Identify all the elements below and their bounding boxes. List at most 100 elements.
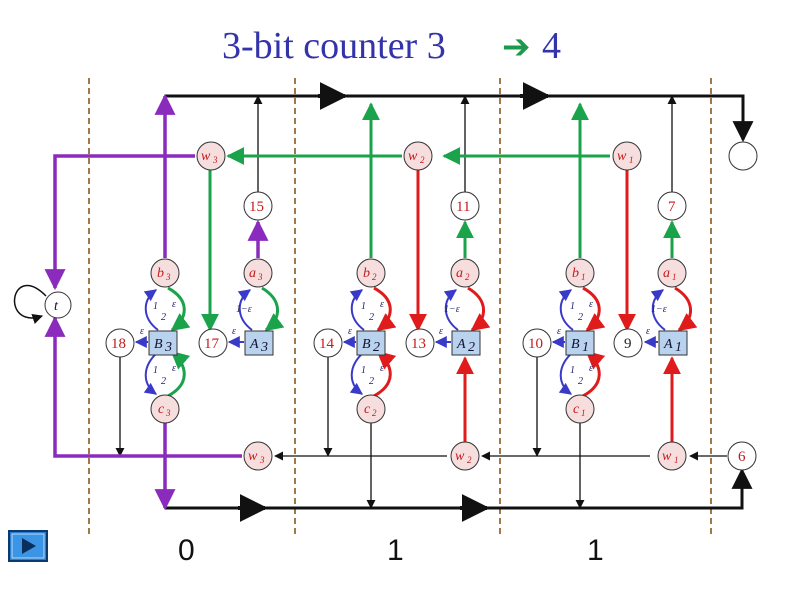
svg-text:a: a (456, 266, 463, 281)
svg-text:w: w (408, 149, 418, 164)
edge-ome-a3: 1−ε (236, 304, 252, 315)
node-c2: c 2 (356, 394, 386, 424)
svg-text:2: 2 (468, 340, 475, 355)
svg-text:10: 10 (528, 336, 543, 352)
green-edges (167, 102, 681, 398)
node-6: 6 (727, 441, 757, 471)
edge-ome-a1: 1−ε (651, 304, 667, 315)
svg-text:2: 2 (420, 155, 425, 165)
svg-text:2: 2 (373, 340, 380, 355)
svg-text:18: 18 (111, 336, 126, 352)
edge-eps-b2-bot: ε (380, 363, 384, 374)
node-17: 17 (198, 328, 228, 358)
edge-eps-b2-top: ε (380, 299, 384, 310)
svg-text:B: B (154, 337, 163, 352)
edge-eps-b1-top: ε (589, 299, 593, 310)
play-button[interactable] (8, 530, 48, 562)
svg-text:A: A (456, 337, 466, 352)
node-11: 11 (450, 191, 480, 221)
svg-text:1: 1 (629, 155, 634, 165)
svg-text:3: 3 (257, 272, 263, 282)
svg-text:3: 3 (164, 340, 172, 355)
bit-label-3: 0 (178, 534, 195, 567)
svg-text:w: w (248, 449, 258, 464)
edge-half-b3-bot-den: 2 (161, 376, 166, 387)
node-a3: a 3 (243, 258, 273, 288)
svg-text:1: 1 (581, 272, 586, 282)
svg-text:c: c (364, 402, 371, 417)
node-c1: c 1 (565, 394, 595, 424)
svg-text:w: w (617, 149, 627, 164)
play-icon (8, 530, 48, 562)
edge-eps-B2-left: ε (348, 326, 352, 337)
svg-text:t: t (54, 299, 59, 314)
svg-text:c: c (158, 402, 165, 417)
edge-half-b2-bot-den: 2 (369, 376, 374, 387)
svg-text:17: 17 (204, 336, 220, 352)
t-self-loop (13, 284, 47, 324)
edge-labels: 1 2 ε 1 2 ε ε 1−ε ε 1 2 ε 1 2 ε ε 1−ε ε … (140, 299, 667, 387)
bottom-loop (165, 467, 753, 522)
edge-eps-A2-left: ε (439, 326, 443, 337)
diagram-title: 3-bit counter 3 (222, 25, 446, 67)
svg-text:A: A (663, 337, 673, 352)
edge-half-b1-bot-den: 2 (578, 376, 583, 387)
purple-edges (44, 93, 269, 511)
node-9: 9 (613, 328, 643, 358)
edge-half-b1-top: 1 (570, 301, 575, 312)
box-A2: A 2 (451, 330, 481, 356)
red-edges (373, 170, 698, 443)
node-15: 15 (243, 191, 273, 221)
node-t: t (44, 291, 72, 319)
svg-text:A: A (249, 337, 259, 352)
box-A1: A 1 (658, 330, 688, 356)
svg-text:13: 13 (411, 336, 426, 352)
svg-text:2: 2 (467, 455, 472, 465)
bit-label-1: 1 (587, 534, 604, 567)
node-b1: b 1 (565, 258, 595, 288)
box-A3: A 3 (244, 330, 274, 356)
svg-text:2: 2 (372, 272, 377, 282)
svg-text:1: 1 (582, 340, 589, 355)
node-7: 7 (657, 191, 687, 221)
node-a1: a 1 (657, 258, 687, 288)
svg-text:c: c (573, 402, 580, 417)
edge-eps-b3-bot: ε (172, 363, 176, 374)
title-arrow-icon: ➔ (502, 27, 531, 67)
svg-text:B: B (571, 337, 580, 352)
svg-text:6: 6 (738, 449, 746, 465)
svg-text:1: 1 (675, 340, 682, 355)
box-B3: B 3 (148, 330, 178, 356)
edge-eps-A1-left: ε (646, 326, 650, 337)
edge-half-b2-bot: 1 (361, 365, 366, 376)
node-10: 10 (522, 328, 552, 358)
top-loop (165, 82, 754, 143)
svg-text:15: 15 (249, 199, 264, 215)
node-b2: b 2 (356, 258, 386, 288)
edge-half-b2-top-den: 2 (369, 312, 374, 323)
edge-eps-b1-bot: ε (589, 363, 593, 374)
node-c3: c 3 (150, 394, 180, 424)
svg-text:1: 1 (674, 455, 679, 465)
svg-text:a: a (249, 266, 256, 281)
svg-text:3: 3 (212, 155, 218, 165)
title-target: 4 (542, 25, 561, 67)
svg-text:w: w (201, 149, 211, 164)
bit-label-2: 1 (387, 534, 404, 567)
svg-text:b: b (157, 266, 164, 281)
edge-half-b2-top: 1 (361, 301, 366, 312)
edge-eps-A3-left: ε (232, 326, 236, 337)
node-a2: a 2 (450, 258, 480, 288)
node-13: 13 (405, 328, 435, 358)
blue-edges (134, 289, 666, 395)
edge-half-b1-bot: 1 (570, 365, 575, 376)
edge-half-b3-top-den: 2 (161, 312, 166, 323)
node-sink-top (728, 141, 758, 171)
svg-text:3: 3 (165, 408, 171, 418)
box-B1: B 1 (565, 330, 595, 356)
svg-text:b: b (363, 266, 370, 281)
svg-text:B: B (362, 337, 371, 352)
svg-text:9: 9 (624, 336, 632, 352)
svg-text:3: 3 (260, 340, 268, 355)
